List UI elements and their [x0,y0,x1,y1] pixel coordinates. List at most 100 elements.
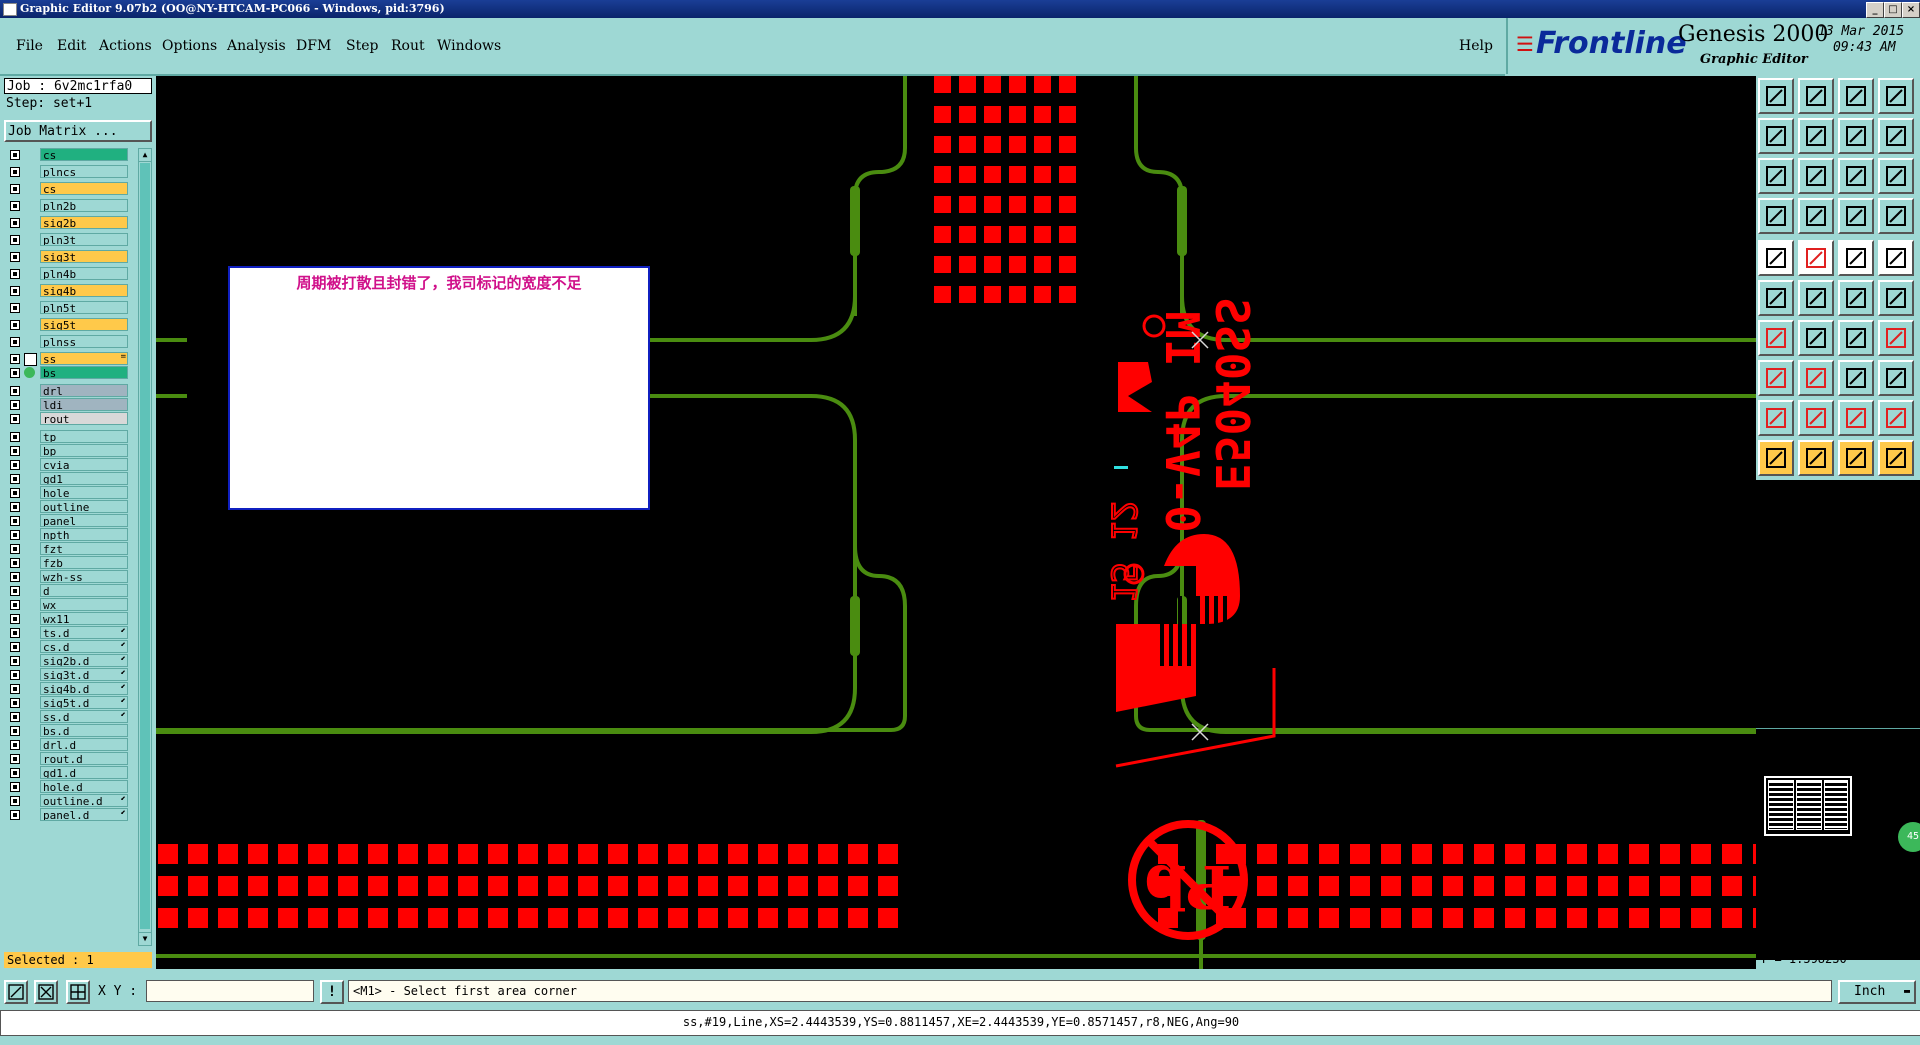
draw-line-icon[interactable] [1798,240,1834,276]
pan-icon[interactable] [1838,118,1874,154]
layer-name[interactable]: bs [40,366,128,379]
layer-name[interactable]: pln5t [40,301,128,314]
layer-name[interactable]: sig5t.d [40,696,128,709]
layer-row[interactable]: wx [6,598,128,612]
menu-step[interactable]: Step [346,38,379,54]
layer-name[interactable]: drl [40,384,128,397]
display-layer-icon[interactable] [24,367,35,378]
layer-checkbox[interactable] [10,670,20,680]
layer-row[interactable]: hole [6,486,128,500]
layer-row[interactable]: sig4b.d⬋ [6,682,128,696]
layer-row[interactable]: fzb [6,556,128,570]
layer-name[interactable]: cs.d [40,640,128,653]
layer-checkbox[interactable] [10,414,20,424]
zoom-out-icon[interactable] [1798,118,1834,154]
layer-name[interactable]: sig3t [40,250,128,263]
work-layer-icon[interactable] [24,353,37,366]
layer-row[interactable]: tp [6,430,128,444]
pointer-icon[interactable] [1758,440,1794,476]
flip-icon[interactable] [1878,320,1914,356]
layer-name[interactable]: fzb [40,556,128,569]
minus-icon[interactable] [1798,360,1834,396]
layer-checkbox[interactable] [10,354,20,364]
open-job-icon[interactable] [1758,78,1794,114]
layer-checkbox[interactable] [10,201,20,211]
layer-row[interactable]: panel.d⬋ [6,808,128,822]
help-icon[interactable] [1878,158,1914,194]
layer-row[interactable]: cs [6,148,128,162]
scroll-down-icon[interactable]: ▼ [139,932,151,945]
info-icon[interactable]: ! [320,980,344,1004]
layer-name[interactable]: drl.d [40,738,128,751]
surface-icon[interactable] [1878,400,1914,436]
menu-windows[interactable]: Windows [437,38,502,54]
select-mode-icon[interactable] [4,980,28,1004]
layer-name[interactable]: sig4b [40,284,128,297]
layer-name[interactable]: fzt [40,542,128,555]
layer-name[interactable]: pln2b [40,199,128,212]
layer-name[interactable]: tp [40,430,128,443]
scale-ratio-icon[interactable] [1838,158,1874,194]
layer-checkbox[interactable] [10,516,20,526]
layer-row[interactable]: cvia [6,458,128,472]
menu-options[interactable]: Options [162,38,218,54]
layer-row[interactable]: rout.d [6,752,128,766]
menu-help[interactable]: Help [1459,38,1493,54]
layer-name[interactable]: pln4b [40,267,128,280]
layer-checkbox[interactable] [10,320,20,330]
layer-checkbox[interactable] [10,656,20,666]
cross-select-icon[interactable] [34,980,58,1004]
layer-checkbox[interactable] [10,400,20,410]
overview-thumbnail[interactable] [1764,776,1852,836]
layer-checkbox[interactable] [10,386,20,396]
layer-checkbox[interactable] [10,810,20,820]
measure-icon[interactable] [1798,198,1834,234]
layer-checkbox[interactable] [10,368,20,378]
layer-row[interactable]: drl.d [6,738,128,752]
layer-row[interactable]: sig3t.d⬋ [6,668,128,682]
layer-row[interactable]: ss.d⬋ [6,710,128,724]
layer-checkbox[interactable] [10,218,20,228]
layer-row[interactable]: pln3t [6,233,128,247]
layer-row[interactable]: outline [6,500,128,514]
layer-checkbox[interactable] [10,726,20,736]
layer-name[interactable]: cs [40,182,128,195]
layer-row[interactable]: sig2b [6,216,128,230]
layer-name[interactable]: panel.d [40,808,128,821]
layer-row[interactable]: sig5t [6,318,128,332]
layer-checkbox[interactable] [10,252,20,262]
layer-checkbox[interactable] [10,712,20,722]
cross-icon[interactable] [1798,280,1834,316]
layer-name[interactable]: d [40,584,128,597]
layer-checkbox[interactable] [10,684,20,694]
close-button[interactable]: × [1902,2,1920,18]
layer-checkbox[interactable] [10,572,20,582]
node-icon[interactable] [1758,280,1794,316]
layer-checkbox[interactable] [10,614,20,624]
zoom-in-icon[interactable] [1758,118,1794,154]
layer-row[interactable]: cs [6,182,128,196]
layer-name[interactable]: wzh-ss [40,570,128,583]
split-icon[interactable] [1838,360,1874,396]
menu-actions[interactable]: Actions [99,38,152,54]
layer-checkbox[interactable] [10,488,20,498]
layer-row[interactable]: wzh-ss [6,570,128,584]
properties-icon[interactable] [1878,198,1914,234]
layer-name[interactable]: plncs [40,165,128,178]
layer-row[interactable]: panel [6,514,128,528]
layer-row[interactable]: wx11 [6,612,128,626]
layer-row[interactable]: gd1.d [6,766,128,780]
xy-input[interactable] [146,980,314,1002]
layer-name[interactable]: outline.d [40,794,128,807]
layer-row[interactable]: bs.d [6,724,128,738]
scroll-thumb[interactable] [140,163,150,929]
layer-name[interactable]: panel [40,514,128,527]
scroll-up-icon[interactable]: ▲ [139,149,151,162]
layer-row[interactable]: ts.d⬋ [6,626,128,640]
layer-row[interactable]: bp [6,444,128,458]
layer-row[interactable]: outline.d⬋ [6,794,128,808]
layer-row[interactable]: rout [6,412,128,426]
snap-icon[interactable] [1758,198,1794,234]
layer-row[interactable]: pln4b [6,267,128,281]
